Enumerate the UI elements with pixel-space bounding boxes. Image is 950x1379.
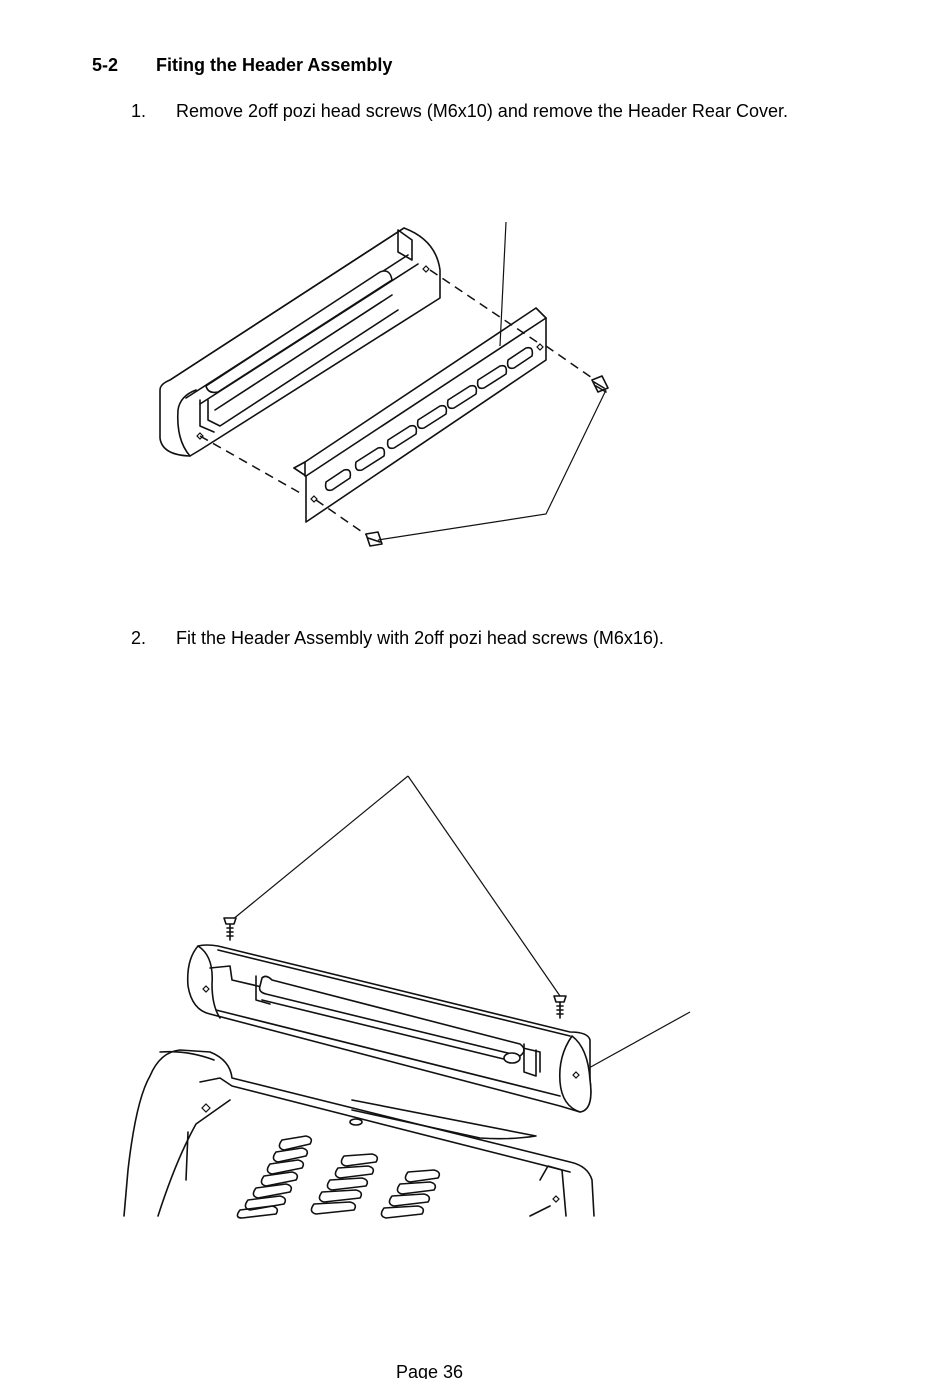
screw-icon xyxy=(554,996,566,1018)
header-fitting-diagram xyxy=(0,760,950,1230)
rear-cover-removal-diagram xyxy=(0,200,950,580)
step-2-number: 2. xyxy=(131,628,146,649)
step-1-text: Remove 2off pozi head screws (M6x10) and… xyxy=(176,101,788,122)
header-assembly xyxy=(188,945,591,1112)
screw-icon xyxy=(592,376,608,392)
page-number: Page 36 xyxy=(396,1362,463,1379)
step-1-number: 1. xyxy=(131,101,146,122)
section-title: Fiting the Header Assembly xyxy=(156,55,392,76)
step-2-text: Fit the Header Assembly with 2off pozi h… xyxy=(176,628,664,649)
screw-icon xyxy=(224,918,236,940)
vent-slots xyxy=(237,1136,439,1218)
section-number: 5-2 xyxy=(92,55,118,76)
screw-icon xyxy=(366,532,382,546)
